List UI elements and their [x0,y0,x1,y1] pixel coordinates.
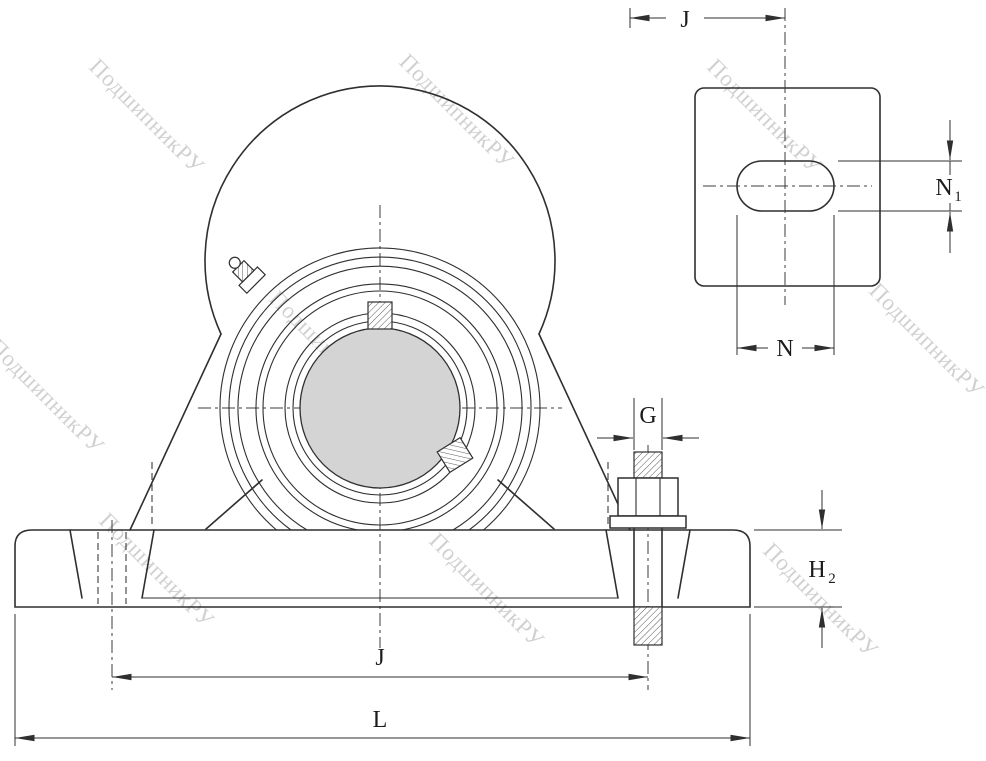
base-outline [14,529,751,608]
watermark-text: ПодшипникРУ [394,49,519,174]
watermark-text: ПодшипникРУ [424,528,549,653]
bolt-thread-bottom [633,606,663,646]
dome-arc [204,85,556,335]
bolt-assembly [609,451,687,646]
right-rib [497,479,555,530]
dimension-J-front: J [112,645,648,681]
hex-nut [617,477,679,517]
top-view: J N N 1 [629,7,962,362]
dim-label-N1-subscript: 1 [954,189,962,205]
base-plate [694,87,881,287]
dim-label-J-top: J [680,7,689,33]
right-slope [538,333,631,531]
grease-fitting [228,256,267,295]
set-screw-top [367,301,393,330]
watermark-text: ПодшипникРУ [0,334,109,459]
ring-arc [237,265,523,531]
ring-circle [262,290,498,526]
dimension-N: N [736,215,835,362]
left-pad-slope [69,529,83,599]
dim-label-L: L [373,707,388,733]
ring-arc [255,283,505,531]
watermark-text: ПодшипникРУ [702,54,827,179]
set-screw-side [436,436,474,474]
dimension-G: G [597,398,699,450]
right-pad-slope [677,529,691,599]
bearing-rings [219,247,541,531]
watermark-text: ПодшипникРУ [94,508,219,633]
ring-arc [228,256,532,531]
watermark-text: ПодшипникРУ [84,54,209,179]
dim-label-H2-subscript: 2 [828,571,836,587]
bolt-thread-top [633,451,663,479]
dim-label-J: J [375,645,384,671]
right-pad-slope [605,529,619,599]
washer [609,515,687,529]
front-view: G H 2 J L [14,85,842,746]
left-slope [129,333,222,531]
left-rib [205,479,263,530]
dimension-H2: H 2 [754,490,842,648]
dim-label-H2: H [808,557,825,583]
watermark-text: ПодшипникРУ [864,278,986,403]
dimension-J-top: J [629,7,785,33]
dim-label-N: N [776,336,793,362]
left-pad-slope [141,529,155,599]
shaft-bore [299,327,461,489]
ring-arc [219,247,541,531]
bolt-slot [736,160,835,212]
dim-label-N1: N [935,175,952,201]
grease-fitting-tip [228,256,241,269]
dimension-N1: N 1 [838,120,962,253]
dimension-L: L [14,614,751,746]
hidden-lines [97,462,609,604]
dim-label-G: G [639,403,656,429]
